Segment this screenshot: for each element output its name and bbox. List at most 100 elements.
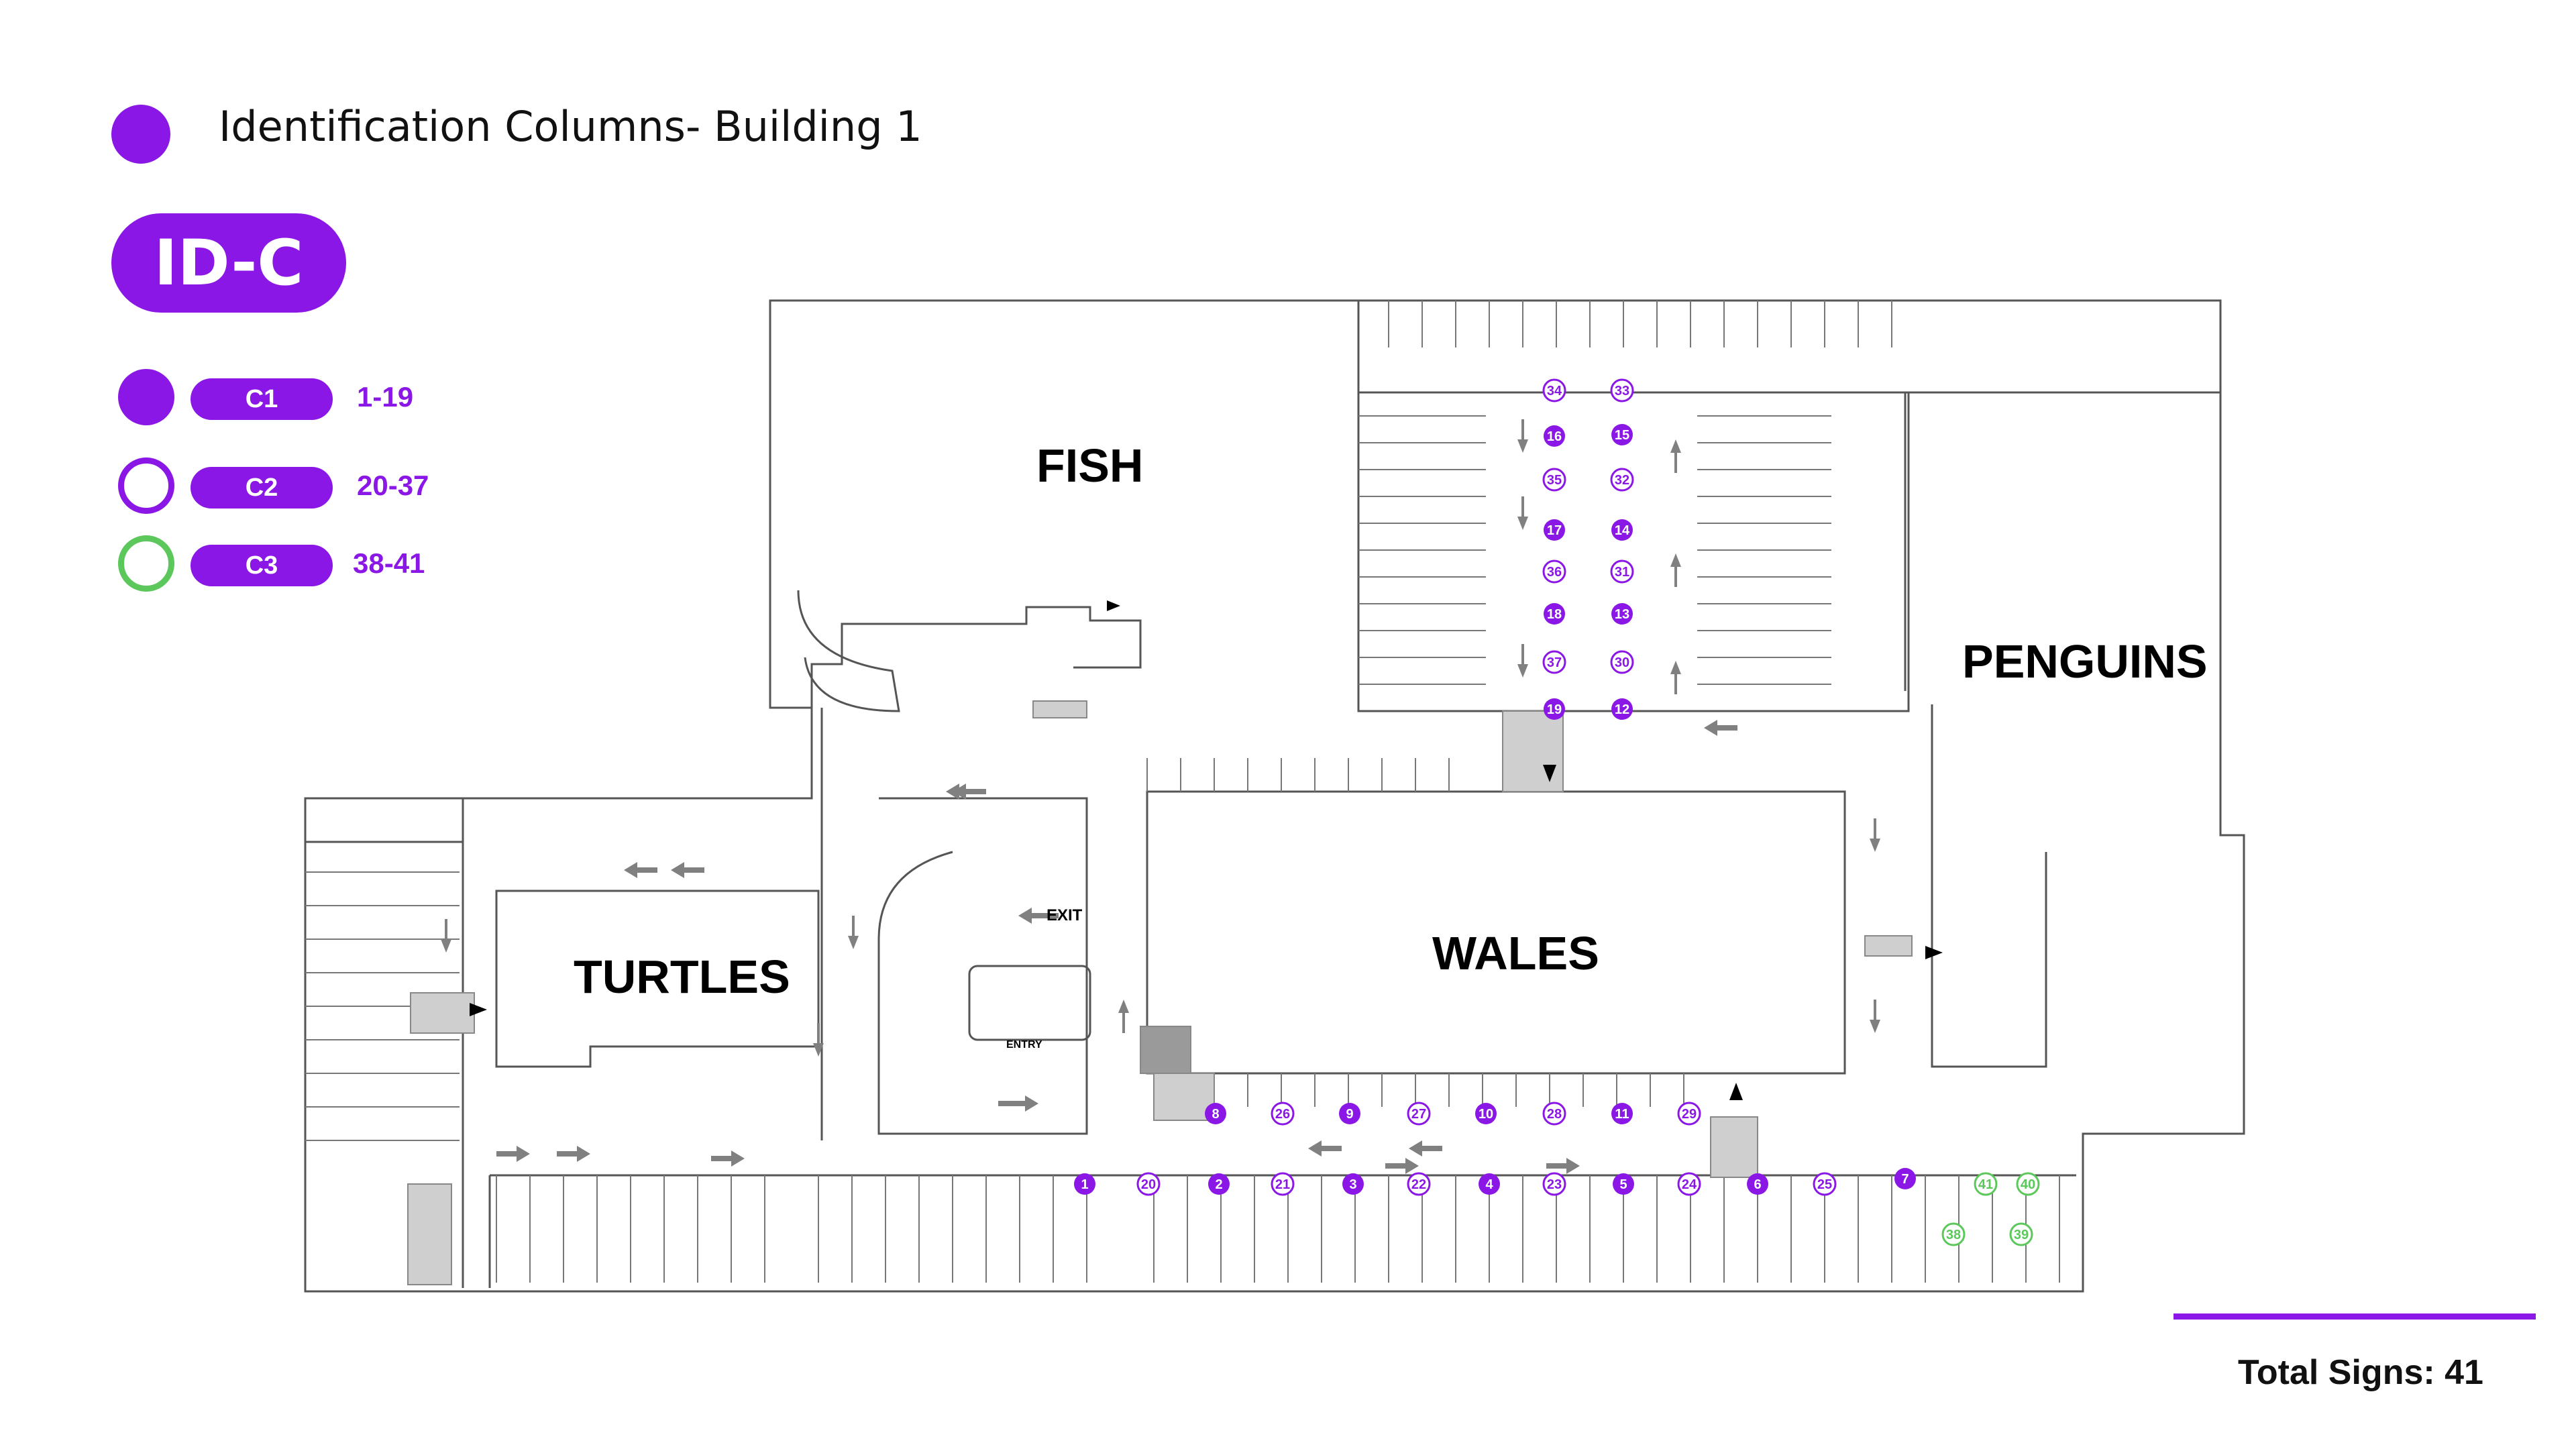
sign-marker-label: 12 bbox=[1615, 702, 1629, 717]
traffic-arrow-icon bbox=[1870, 1000, 1880, 1033]
sign-marker-label: 26 bbox=[1275, 1107, 1290, 1122]
zone-label-fish: FISH bbox=[1036, 439, 1143, 492]
sign-marker-c2 bbox=[1677, 1172, 1701, 1196]
sign-marker-c1 bbox=[1544, 698, 1565, 720]
sign-marker-label: 19 bbox=[1547, 702, 1562, 717]
sign-marker-c1 bbox=[1475, 1103, 1497, 1124]
traffic-arrow-icon bbox=[1517, 496, 1528, 530]
id-tag-badge: ID-C bbox=[111, 213, 346, 313]
sign-marker-label: 11 bbox=[1615, 1107, 1629, 1122]
sign-marker-c2 bbox=[1542, 1172, 1566, 1196]
traffic-arrow-icon bbox=[1670, 553, 1681, 587]
sign-marker-label: 3 bbox=[1349, 1177, 1356, 1192]
traffic-arrow-icon bbox=[1385, 1158, 1419, 1174]
sign-marker-label: 28 bbox=[1547, 1107, 1562, 1122]
hatched-area bbox=[410, 992, 475, 1034]
traffic-arrow-icon bbox=[496, 1146, 530, 1162]
sign-marker-label: 14 bbox=[1615, 523, 1630, 538]
sign-marker-label: 18 bbox=[1547, 607, 1562, 622]
traffic-arrow-icon bbox=[946, 784, 979, 800]
zone-label-penguins: PENGUINS bbox=[1962, 635, 2208, 688]
sign-marker-label: 13 bbox=[1615, 607, 1629, 622]
sign-marker-c1 bbox=[1342, 1173, 1364, 1195]
page-title: Identification Columns- Building 1 bbox=[219, 102, 922, 151]
fish-area-outline bbox=[770, 299, 1360, 711]
sign-marker-label: 10 bbox=[1479, 1107, 1493, 1122]
sign-marker-c1 bbox=[1747, 1173, 1768, 1195]
sign-marker-label: 16 bbox=[1547, 429, 1562, 444]
traffic-arrow-icon bbox=[624, 862, 657, 878]
sign-marker-label: 30 bbox=[1615, 655, 1629, 670]
sign-marker-c2 bbox=[1542, 378, 1566, 402]
sign-marker-c2 bbox=[1542, 468, 1566, 492]
sign-marker-label: 6 bbox=[1754, 1177, 1761, 1192]
sign-marker-c3 bbox=[1941, 1222, 1966, 1246]
hatched-area bbox=[1502, 710, 1564, 792]
parking-stalls-top bbox=[1388, 301, 1892, 347]
stair-block bbox=[1140, 1026, 1191, 1074]
traffic-arrow-icon bbox=[1670, 439, 1681, 473]
sign-marker-c2 bbox=[1542, 650, 1566, 674]
sign-marker-c1 bbox=[1544, 425, 1565, 447]
sign-marker-label: 34 bbox=[1547, 384, 1562, 398]
sign-marker-c2 bbox=[1677, 1102, 1701, 1126]
sign-marker-label: 15 bbox=[1615, 428, 1629, 443]
traffic-arrow-icon bbox=[1670, 661, 1681, 694]
legend-label: C3 bbox=[191, 545, 333, 586]
sign-marker-label: 20 bbox=[1141, 1177, 1156, 1192]
legend-item-c2: C2 20-37 bbox=[118, 458, 521, 518]
sign-marker-c1 bbox=[1208, 1173, 1230, 1195]
sign-marker-c1 bbox=[1074, 1173, 1095, 1195]
sign-marker-label: 25 bbox=[1817, 1177, 1832, 1192]
outline-circle-icon bbox=[118, 458, 174, 514]
sign-marker-label: 37 bbox=[1547, 655, 1562, 670]
direction-triangle-icon bbox=[1729, 1083, 1743, 1100]
sign-marker-label: 4 bbox=[1485, 1177, 1493, 1192]
sign-marker-c2 bbox=[1813, 1172, 1837, 1196]
sign-marker-label: 5 bbox=[1619, 1177, 1627, 1192]
building-outline bbox=[304, 299, 2245, 1293]
sign-marker-c2 bbox=[1610, 378, 1634, 402]
sign-marker-label: 2 bbox=[1215, 1177, 1222, 1192]
hatched-area bbox=[407, 1183, 452, 1285]
hatched-area bbox=[1710, 1116, 1758, 1178]
sign-marker-c1 bbox=[1613, 1173, 1634, 1195]
sign-marker-c2 bbox=[1407, 1172, 1431, 1196]
direction-triangle-icon bbox=[1107, 600, 1120, 611]
legend-label: C2 bbox=[191, 467, 333, 508]
traffic-arrow-icon bbox=[1018, 908, 1059, 924]
zone-label-wales: WALES bbox=[1432, 927, 1599, 979]
wales-block bbox=[1146, 790, 1846, 1075]
penguins-area-outline bbox=[1904, 391, 2220, 1068]
sign-marker-c1 bbox=[1611, 603, 1633, 625]
sign-marker-label: 36 bbox=[1547, 565, 1562, 580]
sign-marker-label: 40 bbox=[2021, 1177, 2035, 1192]
traffic-arrow-icon bbox=[671, 862, 704, 878]
sign-marker-label: 38 bbox=[1946, 1228, 1961, 1242]
sign-marker-label: 31 bbox=[1615, 565, 1629, 580]
sign-marker-label: 41 bbox=[1978, 1177, 1993, 1192]
sign-marker-c1 bbox=[1544, 519, 1565, 541]
sign-marker-c3 bbox=[2016, 1172, 2040, 1196]
sign-marker-label: 32 bbox=[1615, 473, 1629, 488]
sign-marker-c2 bbox=[1610, 559, 1634, 584]
legend-range: 38-41 bbox=[353, 547, 425, 579]
parking-stalls-north bbox=[1358, 415, 1831, 685]
sign-marker-c2 bbox=[1542, 559, 1566, 584]
traffic-arrow-icon bbox=[1517, 644, 1528, 678]
sign-marker-label: 8 bbox=[1212, 1107, 1219, 1122]
direction-triangle-icon bbox=[470, 1003, 487, 1016]
sign-marker-c1 bbox=[1894, 1168, 1916, 1189]
center-island bbox=[877, 797, 1088, 1135]
hatched-area bbox=[1032, 700, 1087, 718]
sign-marker-c1 bbox=[1611, 698, 1633, 720]
sign-marker-label: 24 bbox=[1682, 1177, 1697, 1192]
sign-marker-c2 bbox=[1610, 468, 1634, 492]
ramp-curve bbox=[797, 590, 900, 712]
title-bullet-icon bbox=[111, 105, 170, 164]
entry-booth bbox=[968, 965, 1091, 1041]
sign-marker-label: 17 bbox=[1547, 523, 1562, 538]
traffic-arrow-icon bbox=[557, 1146, 590, 1162]
traffic-arrow-icon bbox=[1704, 720, 1737, 736]
